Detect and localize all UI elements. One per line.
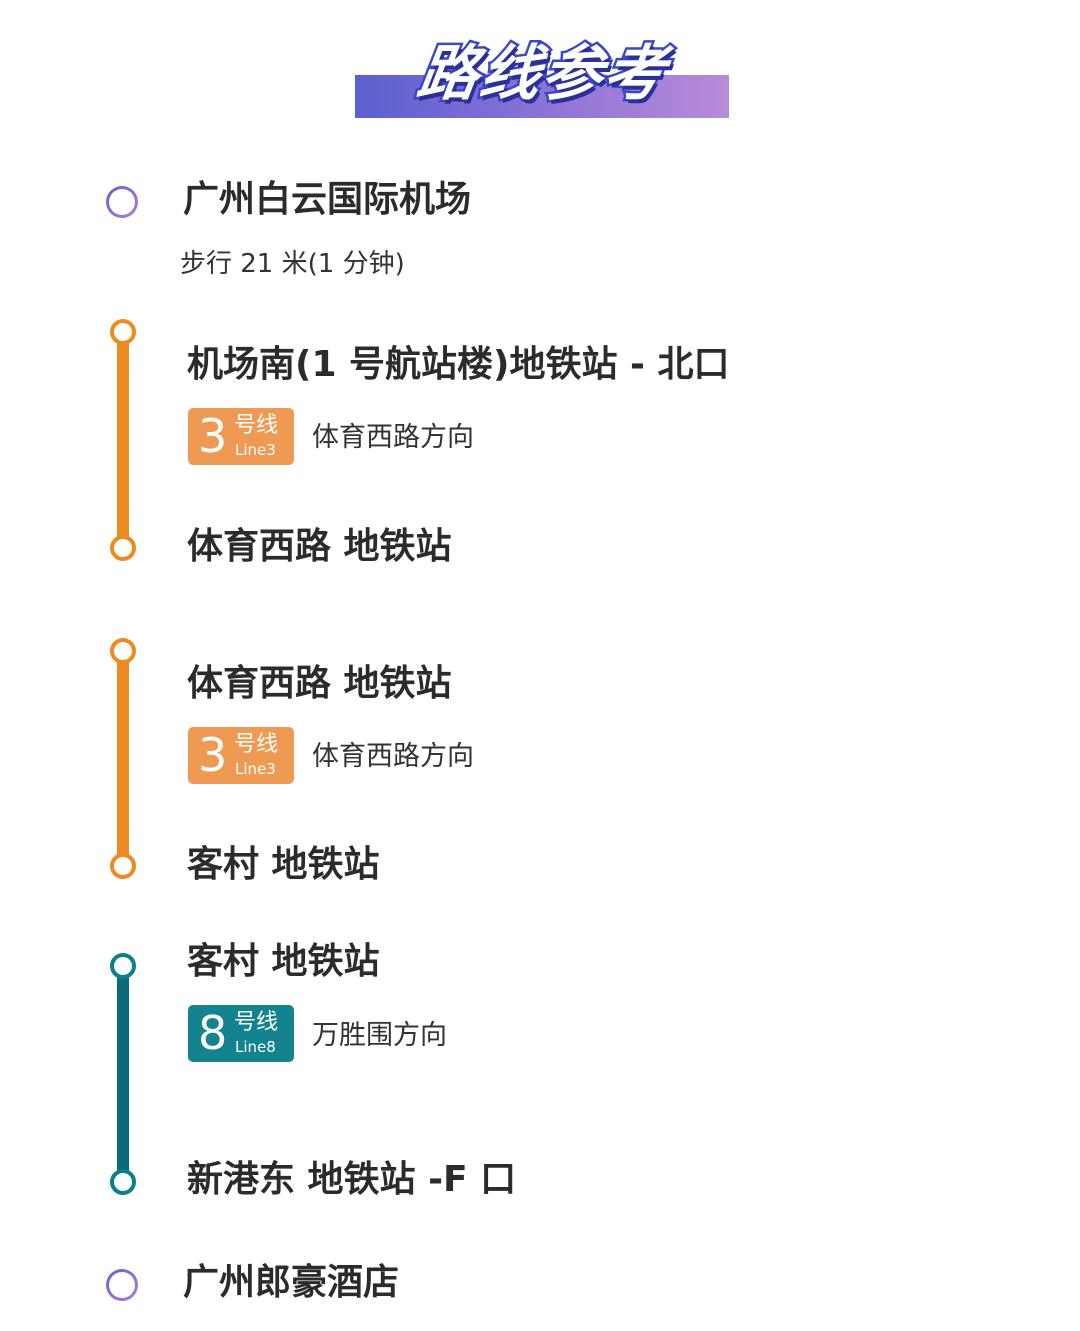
line-number: 8 [198,1006,228,1060]
line-number: 3 [198,728,228,782]
segment-2-direction: 体育西路方向 [312,741,474,772]
segment-3-end-station: 新港东 地铁站 -F 口 [187,1159,517,1200]
segment-3-start-station: 客村 地铁站 [187,941,380,982]
line-label-cn: 号线 [234,1010,279,1035]
destination-node [106,1269,138,1301]
segment-2-line-badge: 3 号线 Line3 [188,727,294,784]
segment-1-line [117,332,129,548]
segment-3-start-node [110,953,136,979]
segment-2-end-node [110,853,136,879]
destination-name: 广州郎豪酒店 [183,1262,400,1303]
segment-1-start-node [110,319,136,345]
line-number: 3 [198,409,228,463]
line-label-en: Line3 [235,760,276,778]
segment-1-direction: 体育西路方向 [312,422,474,453]
line-label-cn: 号线 [234,413,279,438]
segment-3-line-badge: 8 号线 Line8 [188,1005,294,1062]
segment-3-line [117,966,129,1183]
walk-info: 步行 21 米(1 分钟) [180,249,405,279]
segment-2-start-station: 体育西路 地铁站 [187,663,452,704]
line-label-cn: 号线 [234,732,279,757]
segment-2-start-node [110,638,136,664]
origin-node [106,186,138,218]
segment-2-line [117,651,129,867]
line-label-en: Line3 [235,441,276,459]
segment-1-end-station: 体育西路 地铁站 [187,526,452,567]
origin-name: 广州白云国际机场 [183,179,472,220]
segment-1-start-station: 机场南(1 号航站楼)地铁站 - 北口 [187,344,730,385]
segment-3-end-node [110,1169,136,1195]
segment-3-direction: 万胜围方向 [312,1020,447,1051]
page-title: 路线参考 [411,37,674,112]
line-label-en: Line8 [235,1038,276,1056]
title-banner [355,75,729,118]
segment-1-line-badge: 3 号线 Line3 [188,408,294,465]
segment-2-end-station: 客村 地铁站 [187,844,380,885]
segment-1-end-node [110,535,136,561]
